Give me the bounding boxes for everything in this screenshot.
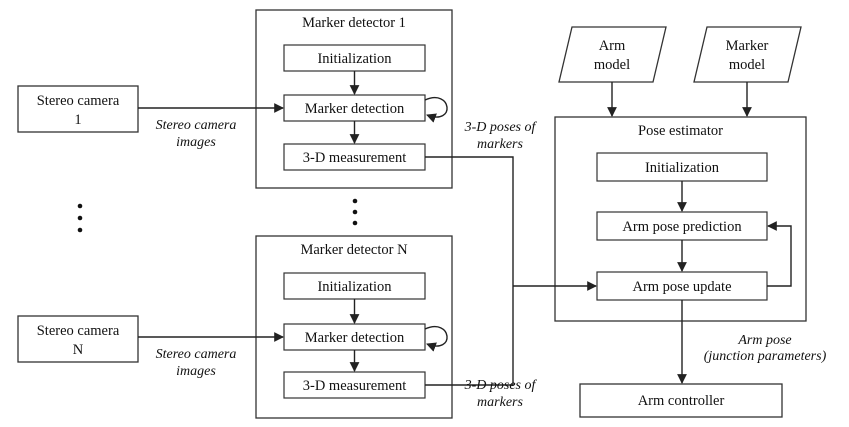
detn-detection-self-loop — [424, 326, 448, 352]
detn-initialization-label: Initialization — [317, 279, 392, 295]
marker-detector-n-container: Marker detector N Initialization Marker … — [255, 235, 453, 419]
stereo-camera-n-line2: N — [73, 342, 84, 358]
marker-detector-1-title: Marker detector 1 — [302, 15, 406, 31]
label-stereo-images-n: Stereo camera images — [156, 347, 237, 379]
label-arm-pose: Arm pose (junction parameters) — [704, 333, 827, 364]
label-stereo-images-1-line1: Stereo camera — [156, 118, 237, 133]
det1-3d-measurement-label: 3-D measurement — [303, 150, 406, 166]
label-arm-pose-line2: (junction parameters) — [704, 349, 827, 364]
stereo-camera-n-line1: Stereo camera — [37, 323, 120, 339]
det1-initialization-label: Initialization — [317, 51, 392, 67]
edge-det1-measure-to-merge — [425, 156, 514, 286]
arm-model-node: Arm model — [558, 26, 667, 83]
det1-detection-self-loop — [424, 97, 448, 123]
label-3d-poses-n-line2: markers — [477, 395, 523, 410]
ellipsis-dots-middle — [352, 198, 358, 226]
det1-3d-measurement-box — [283, 143, 426, 171]
stereo-camera-1-node: Stereo camera 1 — [17, 85, 139, 133]
detn-3d-measurement-box — [283, 371, 426, 399]
arm-pose-prediction-label: Arm pose prediction — [622, 219, 742, 235]
label-3d-poses-n-line1: 3-D poses of — [464, 378, 538, 393]
label-3d-poses-n: 3-D poses of markers — [464, 378, 538, 410]
arm-pose-update-label: Arm pose update — [632, 279, 731, 295]
detn-initialization-box — [283, 272, 426, 300]
marker-model-line1: Marker — [726, 38, 769, 54]
estimator-initialization-label: Initialization — [645, 160, 720, 176]
detn-3d-measurement-label: 3-D measurement — [303, 378, 406, 394]
marker-detector-n-title: Marker detector N — [300, 242, 408, 258]
label-stereo-images-1: Stereo camera images — [156, 118, 237, 150]
estimator-initialization-box — [596, 152, 768, 182]
arm-model-line1: Arm — [599, 38, 626, 54]
label-3d-poses-1: 3-D poses of markers — [464, 120, 538, 152]
stereo-camera-1-line2: 1 — [74, 112, 81, 128]
label-stereo-images-1-line2: images — [176, 135, 216, 150]
label-arm-pose-line1: Arm pose — [737, 333, 791, 348]
pose-estimator-container: Pose estimator Initialization Arm pose p… — [554, 116, 807, 322]
label-3d-poses-1-line2: markers — [477, 137, 523, 152]
edge-detn-measure-to-merge — [425, 286, 514, 386]
arm-controller-label: Arm controller — [638, 393, 725, 409]
label-stereo-images-n-line2: images — [176, 364, 216, 379]
marker-detector-1-container: Marker detector 1 Initialization Marker … — [255, 9, 453, 189]
label-stereo-images-n-line1: Stereo camera — [156, 347, 237, 362]
label-3d-poses-1-line1: 3-D poses of — [464, 120, 538, 135]
stereo-camera-1-line1: Stereo camera — [37, 93, 120, 109]
pose-estimator-title: Pose estimator — [638, 123, 723, 139]
arm-pose-update-box — [596, 271, 768, 301]
stereo-camera-n-node: Stereo camera N — [17, 315, 139, 363]
detn-marker-detection-label: Marker detection — [305, 330, 405, 346]
det1-initialization-box — [283, 44, 426, 72]
marker-model-node: Marker model — [693, 26, 802, 83]
edge-update-feedback-to-prediction — [767, 221, 792, 287]
marker-model-line2: model — [729, 57, 765, 73]
ellipsis-dots-left — [77, 203, 83, 233]
arm-controller-node: Arm controller — [579, 383, 783, 418]
arm-model-line2: model — [594, 57, 630, 73]
det1-marker-detection-label: Marker detection — [305, 101, 405, 117]
